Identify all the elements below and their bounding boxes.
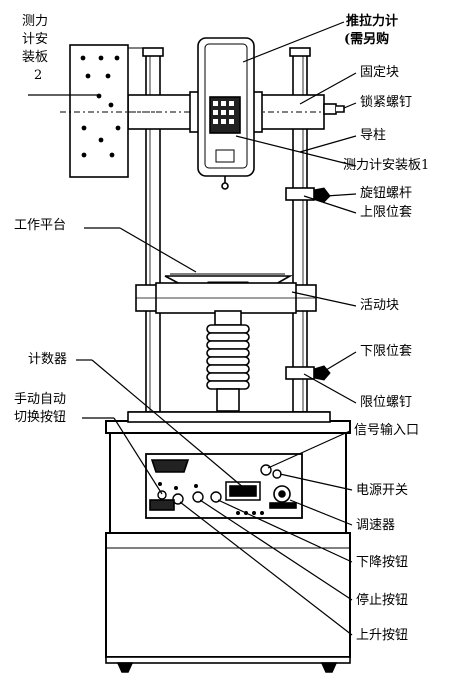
- label-lower-limit-sleeve: 下限位套: [360, 344, 413, 359]
- left-column-cap: [142, 47, 164, 57]
- label-signal-input: 信号输入口: [354, 423, 420, 438]
- right-foot: [320, 662, 338, 673]
- label-manual-auto-switch-line1: 手动自动: [14, 392, 67, 407]
- label-fixed-block: 固定块: [360, 65, 400, 80]
- label-mount-plate-2-line2: 计安: [22, 32, 49, 47]
- label-work-platform: 工作平台: [14, 218, 67, 233]
- label-mount-plate-2-line4: 2: [34, 68, 43, 83]
- lower-cabinet: [105, 532, 351, 658]
- label-upper-limit-sleeve: 上限位套: [360, 205, 413, 220]
- label-mount-plate-1: 测力计安装板1: [343, 158, 430, 173]
- limit-screw: [313, 365, 331, 381]
- base-plinth: [105, 656, 351, 664]
- down-button: [210, 491, 222, 503]
- manual-auto-switch: [157, 490, 167, 500]
- signal-input: [260, 464, 272, 476]
- stop-button: [192, 491, 204, 503]
- label-manual-auto-switch-line2: 切换按钮: [14, 410, 67, 425]
- label-force-gauge-note: (需另购: [344, 32, 390, 47]
- right-column-cap: [289, 47, 311, 57]
- label-up-button: 上升按钮: [356, 628, 409, 643]
- label-lock-screw: 锁紧螺钉: [360, 95, 413, 110]
- mount-plate-2: [69, 44, 129, 178]
- left-foot: [116, 662, 134, 673]
- bellows: [206, 324, 250, 390]
- label-guide-column: 导柱: [360, 128, 387, 143]
- panel-logo: [150, 459, 190, 473]
- label-mount-plate-2-line3: 装板: [22, 50, 49, 65]
- power-switch: [272, 469, 282, 479]
- label-moving-block: 活动块: [360, 298, 400, 313]
- label-speed-regulator: 调速器: [356, 518, 396, 533]
- label-stop-button: 停止按钮: [356, 593, 409, 608]
- label-knob-screw: 旋钮螺杆: [360, 186, 413, 201]
- label-down-button: 下降按钮: [356, 555, 409, 570]
- label-counter: 计数器: [28, 352, 68, 367]
- label-limit-screw: 限位螺钉: [360, 395, 413, 410]
- knob-screw: [313, 187, 331, 203]
- label-force-gauge: 推拉力计: [346, 14, 399, 29]
- label-power-switch: 电源开关: [356, 483, 409, 498]
- label-mount-plate-2-line1: 测力: [22, 14, 49, 29]
- lock-screw: [323, 103, 337, 115]
- up-button: [172, 493, 184, 505]
